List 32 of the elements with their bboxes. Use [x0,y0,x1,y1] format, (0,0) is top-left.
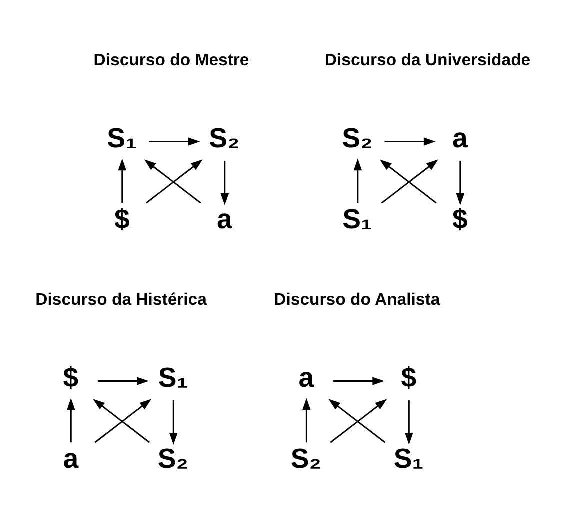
node-text: S₁ [158,362,188,393]
node-text: $ [452,202,468,234]
arrow [220,160,230,205]
arrow [169,400,178,444]
node-text: S₂ [342,122,373,154]
arrow [67,398,76,442]
node-text: S₁ [394,442,424,474]
label: Discurso da Universidade [324,50,531,70]
node-text: a [452,122,468,154]
node-text: $ [114,202,130,234]
arrow [98,376,149,385]
node-text: S₂ [209,122,240,154]
arrow [149,137,200,146]
arrow [302,398,311,442]
node-text: S₂ [158,442,189,474]
node-text: S₁ [342,202,372,234]
arrow [334,376,384,385]
label: Discurso do Mestre [94,50,250,70]
node-text: S₂ [290,442,322,474]
label: Discurso da Histérica [36,289,207,308]
arrow [456,160,465,205]
node-text: a [63,442,79,474]
arrow [354,158,362,203]
arrow [384,137,436,146]
node-text: a [298,362,314,393]
label: Discurso do Analista [274,289,440,308]
node-text: $ [63,362,79,393]
node-text: S₁ [107,122,137,154]
arrow [405,400,414,444]
node-text: $ [401,362,417,393]
node-text: a [216,202,232,234]
arrow [118,158,127,203]
